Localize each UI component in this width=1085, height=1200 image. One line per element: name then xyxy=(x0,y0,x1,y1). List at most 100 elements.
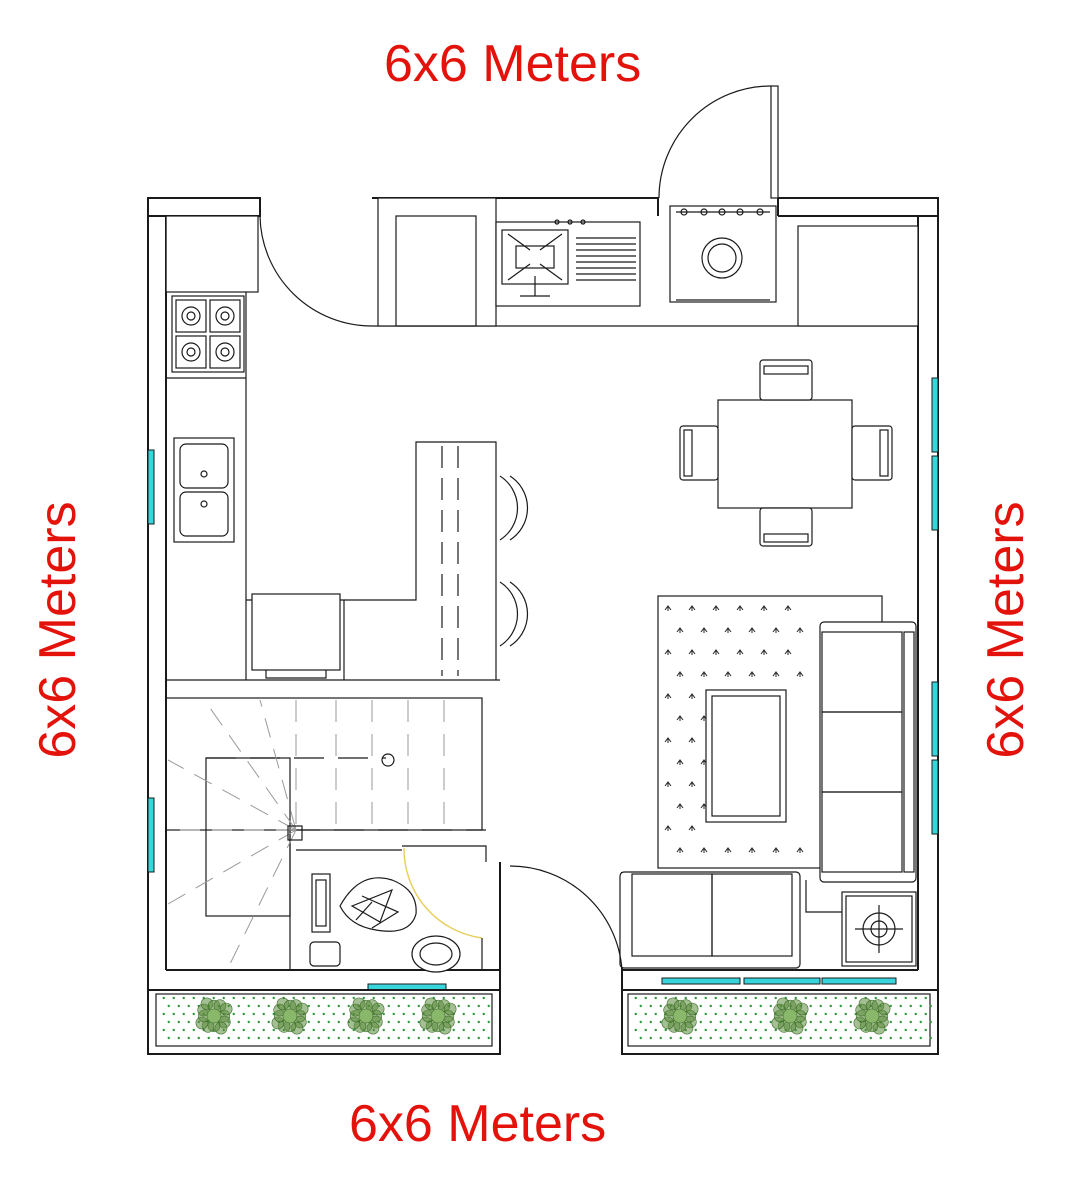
bathroom xyxy=(296,845,487,973)
plant-center xyxy=(782,1008,798,1024)
planter-dot xyxy=(177,1004,180,1008)
rug-arrow-icon xyxy=(784,649,792,655)
planter-dot xyxy=(307,1036,310,1040)
planter-dot xyxy=(819,1036,822,1040)
wash-basin xyxy=(411,935,461,973)
table-top xyxy=(717,399,853,509)
planter-dot xyxy=(744,1012,747,1016)
planter-dot xyxy=(644,1012,647,1016)
planter-dot xyxy=(192,1028,195,1032)
planter-dot xyxy=(307,1020,310,1024)
planter-dot xyxy=(639,1004,642,1008)
chair xyxy=(759,507,813,547)
planter-dot xyxy=(814,1028,817,1032)
planter-dot xyxy=(639,1020,642,1024)
planter-dot xyxy=(232,996,235,1000)
planter-dot xyxy=(442,996,445,1000)
planter-dot xyxy=(292,996,295,1000)
rug-arrow-icon xyxy=(676,671,684,677)
stove-icon xyxy=(171,295,245,373)
window-bottom-1 xyxy=(661,977,741,985)
planter-dot xyxy=(849,1004,852,1008)
plant-center xyxy=(430,1008,446,1024)
plant-leaf xyxy=(295,1002,309,1016)
planter-dot xyxy=(684,996,687,1000)
planter-dot xyxy=(317,1036,320,1040)
planter-dot xyxy=(397,1020,400,1024)
planter-dot xyxy=(744,996,747,1000)
planter-dot xyxy=(192,996,195,1000)
planter-dot xyxy=(392,996,395,1000)
planter-dot xyxy=(192,1012,195,1016)
planter-dot xyxy=(789,1036,792,1040)
kitchen-top-counter xyxy=(372,197,919,327)
planter-dot xyxy=(709,1020,712,1024)
planter-dot xyxy=(212,996,215,1000)
planter-dot xyxy=(272,996,275,1000)
planter-dot xyxy=(769,1036,772,1040)
planter-dot xyxy=(467,1036,470,1040)
rug-arrow-icon xyxy=(700,627,708,633)
planter-dot xyxy=(447,1036,450,1040)
planter-dot xyxy=(422,1028,425,1032)
rug-arrow-icon xyxy=(772,627,780,633)
planter-dot xyxy=(167,1020,170,1024)
planter-dot xyxy=(242,996,245,1000)
planter-dot xyxy=(382,1028,385,1032)
planter-dot xyxy=(634,996,637,1000)
planter-dot xyxy=(659,1036,662,1040)
planter-dot xyxy=(182,1012,185,1016)
planter-dot xyxy=(874,996,877,1000)
counter-right xyxy=(797,225,919,327)
rug-arrow-icon xyxy=(676,759,684,765)
planter-dot xyxy=(187,1036,190,1040)
planter-dot xyxy=(162,996,165,1000)
planter-dot xyxy=(217,1036,220,1040)
wall-top-left xyxy=(147,197,261,217)
planter-dot xyxy=(914,1028,917,1032)
door-swing-arc xyxy=(658,85,772,199)
planter-dot xyxy=(382,996,385,1000)
planter-dot xyxy=(227,1036,230,1040)
rug-arrow-icon xyxy=(724,847,732,853)
planter-dot xyxy=(929,1036,932,1040)
planter-dot xyxy=(634,1012,637,1016)
planter-dot xyxy=(382,1012,385,1016)
plant-leaf xyxy=(219,1002,233,1016)
planter-dot xyxy=(197,1036,200,1040)
bathroom-door-swing xyxy=(403,847,483,939)
door-swing-arc xyxy=(259,215,373,327)
planter-dot xyxy=(639,1036,642,1040)
planter-dot xyxy=(242,1012,245,1016)
planter-dot xyxy=(427,1036,430,1040)
planter-dot xyxy=(342,996,345,1000)
drain-board xyxy=(576,237,636,281)
dimension-label-top: 6x6 Meters xyxy=(384,35,642,93)
planter-dot xyxy=(392,1028,395,1032)
planter-dot xyxy=(724,1028,727,1032)
window-bottom-3 xyxy=(821,977,897,985)
planter-dot xyxy=(477,1020,480,1024)
plant-icon xyxy=(661,997,699,1035)
planter-dot xyxy=(689,1036,692,1040)
planter-dot xyxy=(694,1028,697,1032)
rug-arrow-icon xyxy=(700,671,708,677)
planter-dot xyxy=(257,1036,260,1040)
planter-dot xyxy=(482,1012,485,1016)
rug-arrow-icon xyxy=(676,803,684,809)
planter-dot xyxy=(457,1036,460,1040)
chair xyxy=(759,359,813,401)
planter-dot xyxy=(312,1012,315,1016)
planter-dot xyxy=(332,1012,335,1016)
planter-dot xyxy=(467,1004,470,1008)
entrance-door xyxy=(499,865,623,971)
planter-dot xyxy=(252,1028,255,1032)
cabinet xyxy=(251,593,341,671)
planter-dot xyxy=(764,1012,767,1016)
planter-dot xyxy=(904,996,907,1000)
planter-dot xyxy=(317,1004,320,1008)
planter-dot xyxy=(387,1020,390,1024)
planter-dot xyxy=(714,996,717,1000)
plant-center xyxy=(206,1008,222,1024)
chair xyxy=(679,425,719,481)
